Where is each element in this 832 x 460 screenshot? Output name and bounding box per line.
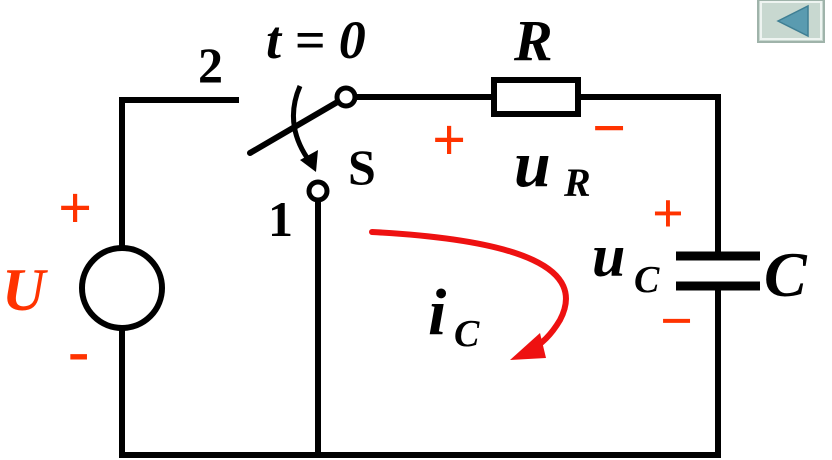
capacitor [676,251,760,291]
source-plus-sign: + [58,175,92,241]
uc-minus-sign: − [660,288,693,353]
uc-plus-sign: + [652,183,684,245]
switch [247,85,358,203]
switch-contact-1 [306,179,330,203]
ur-plus-sign: + [432,107,466,173]
ur-label-main: u [514,128,551,201]
resistor-label: R [513,8,553,73]
switch-throw-arc [290,85,313,164]
back-button[interactable] [757,0,825,43]
switch-name-label: S [348,139,376,195]
ur-label-sub: R [563,160,591,205]
capacitor-label: C [764,239,808,310]
circuit-wires [119,94,721,458]
switch-throw-arrowhead [300,150,318,172]
source-label: U [2,257,48,323]
source-minus-sign: - [68,315,89,386]
voltage-source [79,245,165,331]
current-arrowhead [510,333,546,360]
current-arrow-ic [369,229,569,360]
uc-label-sub: C [634,259,660,301]
switch-time-label: t = 0 [266,10,366,70]
resistor-box [491,77,581,117]
switch-position-2-label: 2 [198,37,223,93]
uc-label-main: u [592,223,625,289]
current-arrow-curve [369,229,569,353]
switch-blade [247,94,349,156]
switch-position-1-label: 1 [268,191,293,247]
triangle-left-icon [776,4,809,38]
ic-label-main: i [428,276,447,349]
switch-contact-top [334,85,358,109]
back-button-bevel [760,1,822,40]
source-circle [79,245,165,331]
ic-label-sub: C [454,313,480,355]
ur-minus-sign: − [592,95,626,161]
